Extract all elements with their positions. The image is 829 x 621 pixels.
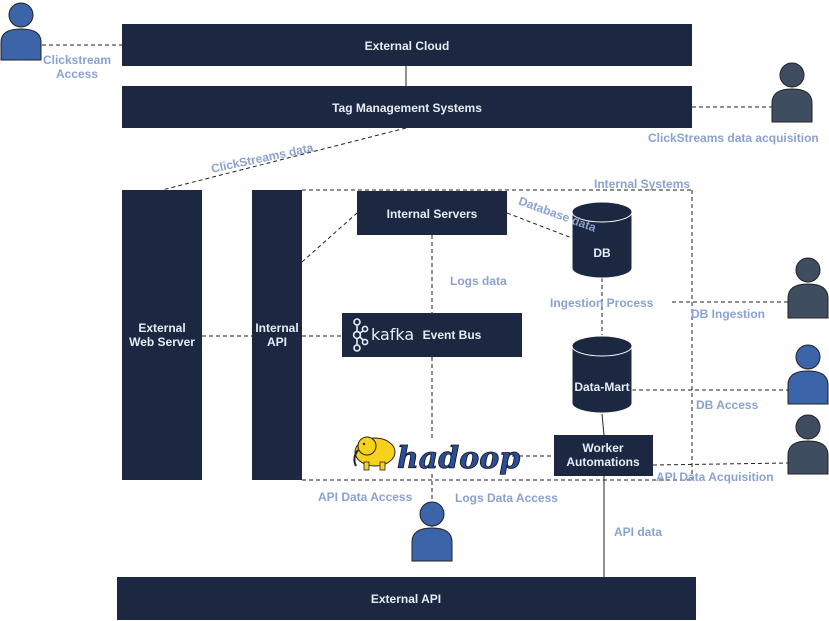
kafka-icon	[352, 318, 369, 352]
worker-automations-node: Worker Automations	[554, 435, 653, 476]
person-icon-body	[411, 527, 453, 562]
hadoop-node: hadoop	[353, 436, 521, 476]
worker-automations-box	[554, 435, 653, 476]
edge-api-data-acquisition	[652, 462, 789, 466]
db-ingestion-label: DB Ingestion	[691, 307, 765, 321]
ingestion-process-label: Ingestion Process	[550, 296, 654, 310]
db-node: DB	[571, 201, 633, 279]
api-data-label: API data	[614, 525, 662, 539]
event-bus-label: Event Bus	[423, 328, 482, 342]
external-api-box	[117, 577, 696, 620]
data-mart-node: Data-Mart	[571, 335, 633, 414]
actor-api-acquisition	[787, 414, 829, 475]
internal-servers-box	[357, 191, 507, 235]
kafka-logo-text: kafka	[371, 325, 414, 344]
person-icon-head	[419, 501, 445, 527]
tag-management-label: Tag Management Systems	[332, 101, 482, 115]
edge-database-data	[506, 212, 573, 239]
actor-clickstream	[0, 2, 42, 61]
data-mart-cylinder-top	[571, 335, 633, 357]
external-cloud-node: External Cloud	[122, 24, 692, 66]
edge-mart-to-worker	[601, 413, 605, 436]
edge-api-to-servers	[301, 212, 358, 263]
person-icon-head	[779, 62, 805, 88]
internal-api-label-line2: API	[267, 335, 287, 349]
db-access-label: DB Access	[696, 398, 759, 412]
event-bus-box	[342, 313, 522, 357]
internal-servers-node: Internal Servers	[357, 191, 507, 235]
clickstreams-acquisition-label: ClickStreams data acquisition	[648, 131, 819, 145]
person-icon-head	[795, 344, 821, 370]
person-icon-body	[771, 88, 813, 123]
external-web-server-label-line2: Web Server	[129, 335, 195, 349]
person-icon-body	[787, 440, 829, 475]
person-icon-body	[787, 370, 829, 405]
db-cylinder-top	[571, 201, 633, 223]
person-icon-head	[795, 257, 821, 283]
external-web-server-node: External Web Server	[122, 190, 202, 480]
worker-automations-label-line2: Automations	[566, 455, 640, 469]
external-cloud-label: External Cloud	[365, 39, 450, 53]
actor-db-ingestion	[787, 257, 829, 319]
internal-servers-label: Internal Servers	[387, 207, 478, 221]
data-mart-label: Data-Mart	[574, 380, 629, 394]
person-icon-head	[795, 414, 821, 440]
internal-api-node: Internal API	[252, 190, 302, 480]
actor-logs-access	[411, 501, 453, 562]
external-api-label: External API	[371, 592, 441, 606]
api-data-acquisition-label: API Data Acquisition	[656, 470, 774, 484]
person-icon-head	[8, 2, 34, 28]
person-icon-body	[787, 283, 829, 319]
actor-db-access	[787, 344, 829, 405]
clickstream-access-label-line1: Clickstream	[43, 53, 111, 67]
db-cylinder	[571, 211, 633, 279]
external-api-node: External API	[117, 577, 696, 620]
internal-api-label-line1: Internal	[255, 321, 298, 335]
hadoop-logo-text: hadoop	[397, 441, 520, 476]
logs-data-label: Logs data	[450, 274, 507, 288]
db-label: DB	[593, 246, 611, 260]
api-data-access-label: API Data Access	[318, 490, 413, 504]
worker-automations-label-line1: Worker	[582, 441, 623, 455]
person-icon-body	[0, 28, 42, 61]
actor-clickstream-acquisition	[771, 62, 813, 123]
tag-management-box	[122, 86, 692, 128]
external-web-server-box	[122, 190, 202, 480]
logs-data-access-label: Logs Data Access	[455, 491, 558, 505]
event-bus-node: kafka Event Bus	[342, 313, 522, 357]
internal-systems-label: Internal Systems	[594, 177, 690, 191]
tag-management-node: Tag Management Systems	[122, 86, 692, 128]
data-mart-cylinder	[571, 345, 633, 414]
clickstream-access-label-line2: Access	[56, 67, 98, 81]
external-web-server-label-line1: External	[138, 321, 185, 335]
clickstreams-data-label: ClickStreams data	[210, 140, 315, 175]
external-cloud-box	[122, 24, 692, 66]
internal-api-box	[252, 190, 302, 480]
hadoop-elephant-icon	[353, 436, 396, 471]
